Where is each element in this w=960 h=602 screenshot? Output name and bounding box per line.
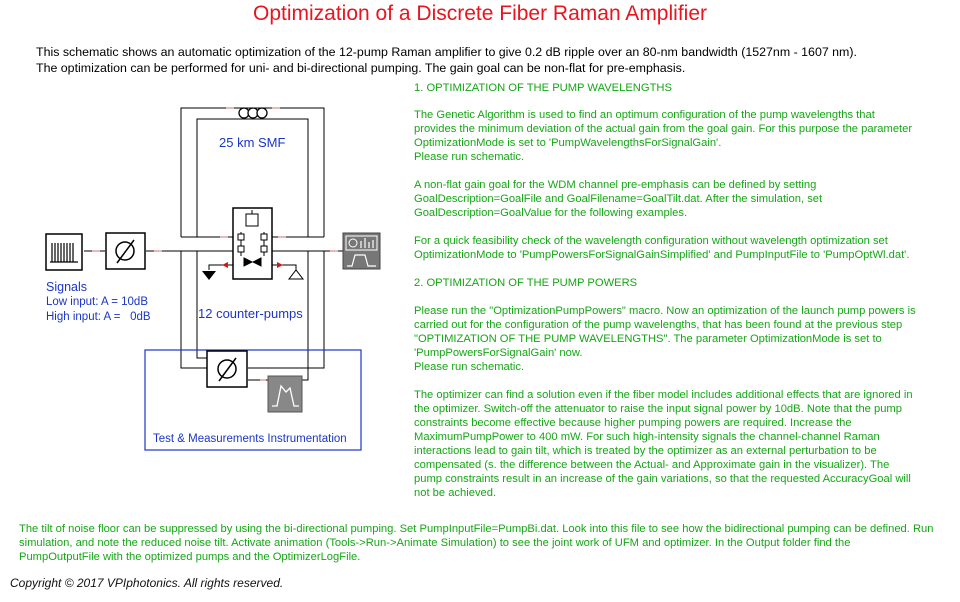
- bottom-note: The tilt of noise floor can be suppresse…: [19, 523, 934, 563]
- output-analyzer-icon[interactable]: [342, 232, 381, 270]
- notes-panel: 1. OPTIMIZATION OF THE PUMP WAVELENGTHS …: [414, 81, 920, 500]
- tm-frame: [144, 349, 362, 451]
- tm-label: Test & Measurements Instrumentation: [153, 433, 347, 445]
- section-1-run: Please run schematic.: [414, 151, 525, 163]
- pump-wire-ground-r: [272, 264, 297, 270]
- section-2-paragraph-2: The optimizer can find a solution even i…: [414, 389, 913, 499]
- fiber-coil-icon[interactable]: [238, 107, 268, 119]
- copyright: Copyright © 2017 VPIphotonics. All right…: [10, 576, 284, 590]
- section-1-heading: 1. OPTIMIZATION OF THE PUMP WAVELENGTHS: [414, 82, 672, 94]
- ground-right-icon: [287, 269, 305, 280]
- tm-wire-vis2: [302, 251, 309, 381]
- pump-wire-ground-l: [208, 264, 233, 270]
- tm-wire-left: [180, 251, 207, 369]
- tm-wire-right: [248, 251, 325, 369]
- tm-attenuator-icon[interactable]: [206, 350, 248, 388]
- section-1-paragraph-1: The Genetic Algorithm is used to find an…: [414, 109, 913, 149]
- intro-line-1: This schematic shows an automatic optimi…: [36, 45, 857, 59]
- intro-line-2: The optimization can be performed for un…: [36, 61, 686, 75]
- ground-left-icon: [202, 271, 216, 280]
- fiber-label: 25 km SMF: [219, 135, 286, 150]
- section-2-paragraph-1: Please run the "OptimizationPumpPowers" …: [414, 305, 916, 359]
- pumps-label: 12 counter-pumps: [198, 306, 303, 321]
- section-2-run: Please run schematic.: [414, 361, 525, 373]
- attenuator-icon[interactable]: [105, 232, 146, 270]
- fiber-loop-inner: [196, 118, 309, 237]
- low-input-label: Low input: A = 10dB: [46, 296, 148, 308]
- section-2-heading: 2. OPTIMIZATION OF THE PUMP POWERS: [414, 277, 638, 289]
- raman-amplifier-block[interactable]: [222, 207, 283, 280]
- tm-wire-mid: [196, 251, 207, 359]
- section-1-paragraph-3: For a quick feasibility check of the wav…: [414, 235, 910, 261]
- section-1-paragraph-2: A non-flat gain goal for the WDM channel…: [414, 179, 823, 219]
- signals-label: Signals: [46, 280, 87, 294]
- signal-source-icon[interactable]: [45, 233, 83, 271]
- intro-text: This schematic shows an automatic optimi…: [36, 44, 951, 76]
- tm-visualizer-icon[interactable]: [267, 375, 303, 413]
- high-input-label: High input: A = 0dB: [46, 311, 151, 323]
- page-title: Optimization of a Discrete Fiber Raman A…: [253, 2, 707, 25]
- tm-wire-vis: [248, 379, 271, 383]
